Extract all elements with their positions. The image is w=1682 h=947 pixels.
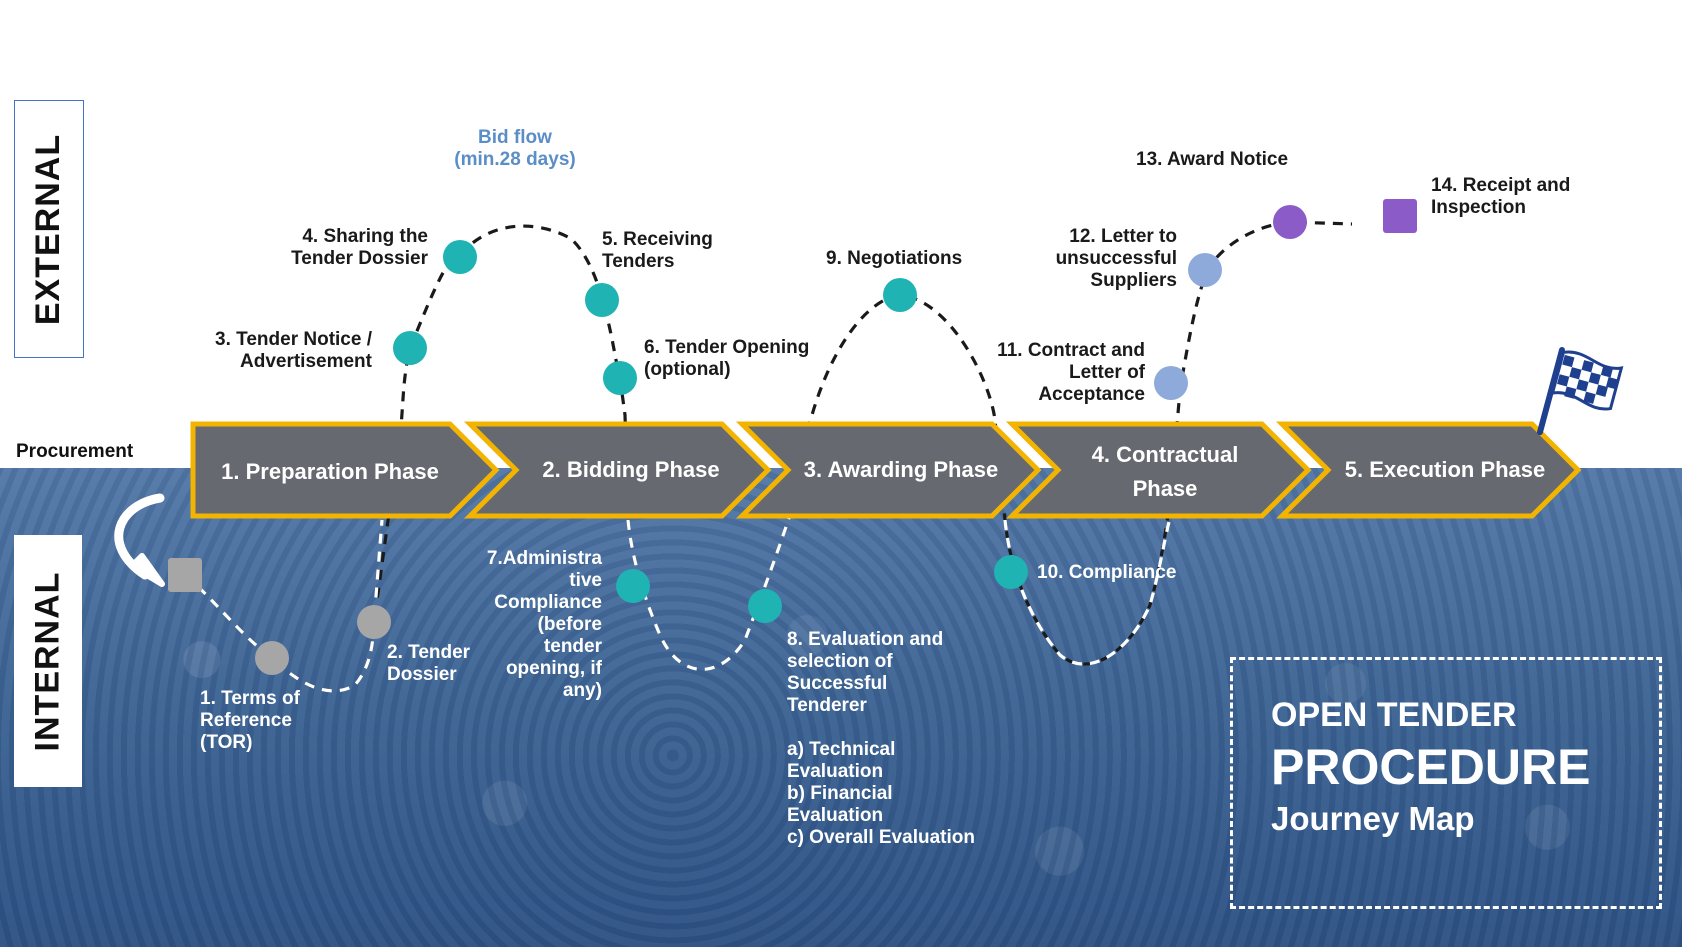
- step-7-label: 7.Administra tive Compliance (before ten…: [486, 548, 602, 701]
- title-box: OPEN TENDER PROCEDURE Journey Map: [1230, 657, 1662, 909]
- step-11-label: 11. Contract and Letter of Acceptance: [997, 340, 1145, 405]
- phase-chevron-4: [1005, 421, 1312, 519]
- step-4-label: 4. Sharing the Tender Dossier: [291, 226, 428, 269]
- phase-3-label: 3. Awarding Phase: [803, 457, 999, 482]
- curved-arrow-icon: [114, 493, 165, 587]
- title-line-2: PROCEDURE: [1271, 739, 1591, 795]
- step-1-start-square: [168, 558, 202, 592]
- procurement-label: Procurement: [16, 441, 134, 462]
- step-2-marker: [357, 605, 391, 639]
- step-13-label: 13. Award Notice: [1136, 149, 1289, 170]
- phase-4-label: 4. Contractual Phase: [1091, 442, 1239, 501]
- step-7-marker: [616, 569, 650, 603]
- phase-chevrons: [190, 421, 1582, 519]
- phase-5-label: 5. Execution Phase: [1344, 457, 1546, 482]
- checkered-flag-icon: [1537, 347, 1624, 436]
- step-10-label: 10. Compliance: [1037, 562, 1177, 583]
- bid-flow-label: Bid flow (min.28 days): [454, 127, 576, 170]
- phase-chevron-5: [1275, 421, 1582, 519]
- step-5-label: 5. Receiving Tenders: [602, 229, 713, 272]
- step-1-marker: [255, 641, 289, 675]
- title-line-1: OPEN TENDER: [1271, 696, 1517, 734]
- step-12-marker: [1188, 253, 1222, 287]
- step-4-marker: [443, 240, 477, 274]
- step-13-marker: [1273, 205, 1307, 239]
- title-line-3: Journey Map: [1271, 800, 1475, 837]
- step-1-label: 1. Terms of Reference (TOR): [200, 688, 300, 753]
- journey-path-internal-overlay: [183, 514, 1173, 693]
- step-10-marker: [994, 555, 1028, 589]
- step-14-end-square: [1383, 199, 1417, 233]
- step-8-marker: [748, 589, 782, 623]
- internal-label-box: INTERNAL: [14, 535, 82, 787]
- phase-chevron-1: [190, 421, 500, 519]
- step-8-label: 8. Evaluation and selection of Successfu…: [787, 629, 975, 848]
- phase-1-label: 1. Preparation Phase: [221, 459, 439, 484]
- step-3-marker: [393, 331, 427, 365]
- step-14-label: 14. Receipt and Inspection: [1431, 175, 1571, 218]
- step-6-label: 6. Tender Opening (optional): [644, 337, 810, 380]
- step-5-marker: [585, 283, 619, 317]
- external-label-box: EXTERNAL: [14, 100, 84, 358]
- step-3-label: 3. Tender Notice / Advertisement: [215, 329, 372, 372]
- step-12-label: 12. Letter to unsuccessful Suppliers: [1055, 226, 1177, 291]
- step-11-marker: [1154, 366, 1188, 400]
- phase-chevron-3: [735, 421, 1042, 519]
- step-9-marker: [883, 278, 917, 312]
- step-6-marker: [603, 361, 637, 395]
- crowd-background: [0, 468, 1682, 947]
- phase-2-label: 2. Bidding Phase: [542, 457, 720, 482]
- phase-chevron-2: [463, 421, 772, 519]
- step-9-label: 9. Negotiations: [826, 248, 963, 269]
- step-2-label: 2. Tender Dossier: [387, 642, 471, 685]
